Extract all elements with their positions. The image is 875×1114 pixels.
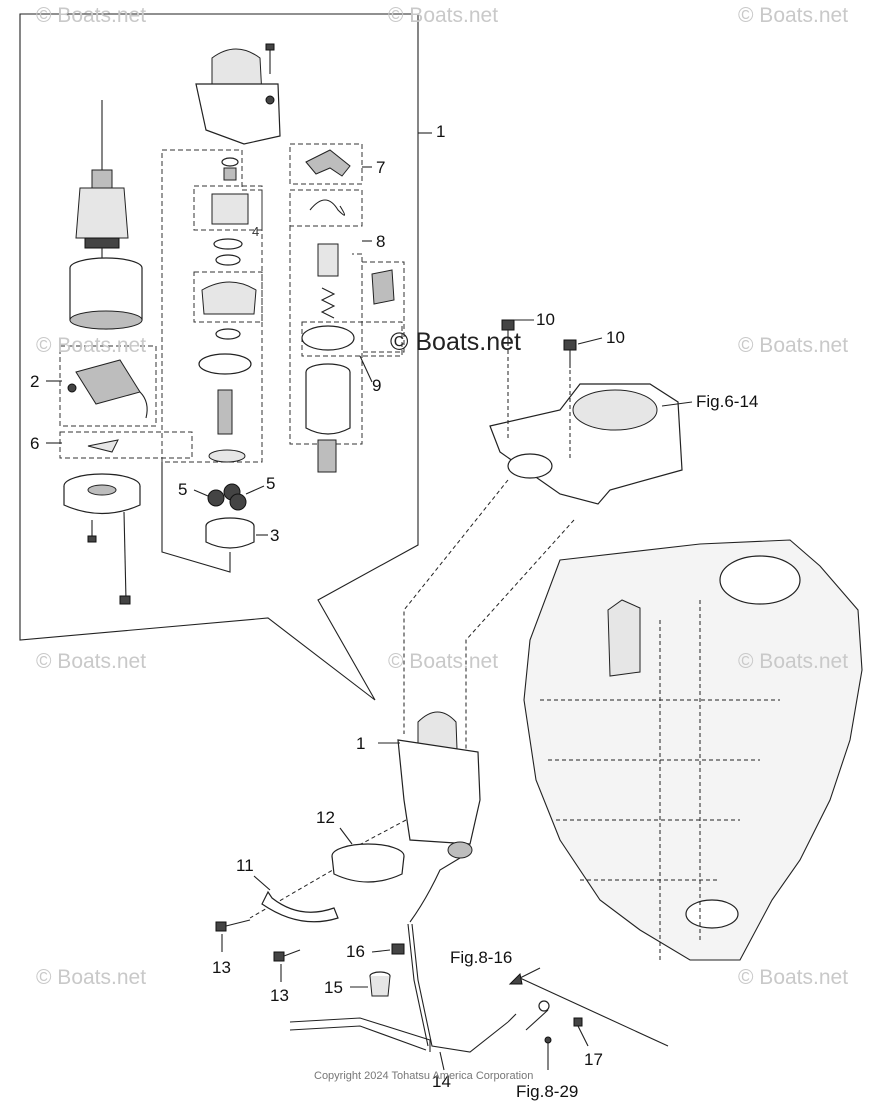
- bolt-13-b: [273, 949, 301, 962]
- callout-3: 3: [270, 526, 280, 545]
- callout-11: 11: [236, 856, 254, 875]
- starter-motor: [397, 711, 481, 859]
- terminal-cover: [371, 269, 395, 305]
- watermark: © Boats.net: [388, 4, 499, 27]
- bolt-10-b: [563, 339, 577, 368]
- callout-10-a: 10: [536, 310, 555, 329]
- watermark: © Boats.net: [738, 334, 849, 357]
- screw-17: [573, 1017, 589, 1047]
- drive-housing: [195, 43, 281, 145]
- solenoid: [305, 363, 351, 473]
- end-cover: [63, 473, 141, 514]
- plate: [87, 439, 119, 453]
- figure-ref-6-14[interactable]: Fig.6-14: [696, 392, 759, 411]
- terminal-cap: [369, 971, 391, 997]
- band-bracket: [261, 890, 339, 923]
- planetary-gears: [207, 483, 247, 511]
- shift-lever: [305, 149, 351, 177]
- callout-1-top: 1: [436, 122, 446, 141]
- callout-16: 16: [346, 942, 365, 961]
- center-watermark: © Boats.net: [390, 328, 521, 356]
- callout-14: 14: [432, 1072, 451, 1091]
- callout-5-left: 5: [178, 480, 188, 499]
- callout-2: 2: [30, 372, 40, 391]
- callout-7: 7: [376, 158, 386, 177]
- callout-15: 15: [324, 978, 343, 997]
- exploded-view-frame: [19, 13, 419, 701]
- figure-ref-8-16[interactable]: Fig.8-16: [450, 948, 513, 967]
- figure-ref-8-29[interactable]: Fig.8-29: [516, 1082, 579, 1101]
- bolt-10-a: [501, 319, 515, 346]
- callout-4: 4: [252, 224, 260, 239]
- battery-cable: [289, 857, 517, 1053]
- yoke-housing: [69, 257, 143, 330]
- watermark: © Boats.net: [36, 334, 147, 357]
- watermark: © Boats.net: [738, 4, 849, 27]
- watermark: © Boats.net: [388, 650, 499, 673]
- watermark: © Boats.net: [738, 650, 849, 673]
- callout-10-b: 10: [606, 328, 625, 347]
- bolt-13-a: [215, 919, 251, 932]
- nut: [391, 943, 405, 955]
- callout-5-right: 5: [266, 474, 276, 493]
- pinion-stack: [193, 157, 263, 463]
- through-bolt: [119, 511, 131, 605]
- watermark: © Boats.net: [36, 4, 147, 27]
- copyright-notice: Copyright 2024 Tohatsu America Corporati…: [314, 1070, 534, 1082]
- plunger: [317, 243, 339, 277]
- screw: [87, 520, 97, 543]
- plunger-spring: [320, 287, 336, 319]
- callout-13-a: 13: [212, 958, 231, 977]
- watermark: © Boats.net: [738, 966, 849, 989]
- cable-clamp: [525, 1000, 550, 1031]
- gasket-plate: [301, 325, 355, 351]
- collar: [331, 843, 405, 883]
- brush-holder: [67, 359, 148, 419]
- callout-8: 8: [376, 232, 386, 251]
- callout-12: 12: [316, 808, 335, 827]
- watermark: © Boats.net: [36, 650, 147, 673]
- mounting-bracket: [489, 383, 683, 505]
- spring: [309, 199, 346, 216]
- callout-9: 9: [372, 376, 382, 395]
- engine-block: [523, 539, 863, 961]
- callout-1-bottom: 1: [356, 734, 366, 753]
- watermark: © Boats.net: [36, 966, 147, 989]
- callout-13-b: 13: [270, 986, 289, 1005]
- internal-gear: [205, 517, 255, 549]
- callout-17: 17: [584, 1050, 603, 1069]
- armature: [75, 100, 129, 258]
- callout-6: 6: [30, 434, 40, 453]
- pin: [544, 1036, 552, 1070]
